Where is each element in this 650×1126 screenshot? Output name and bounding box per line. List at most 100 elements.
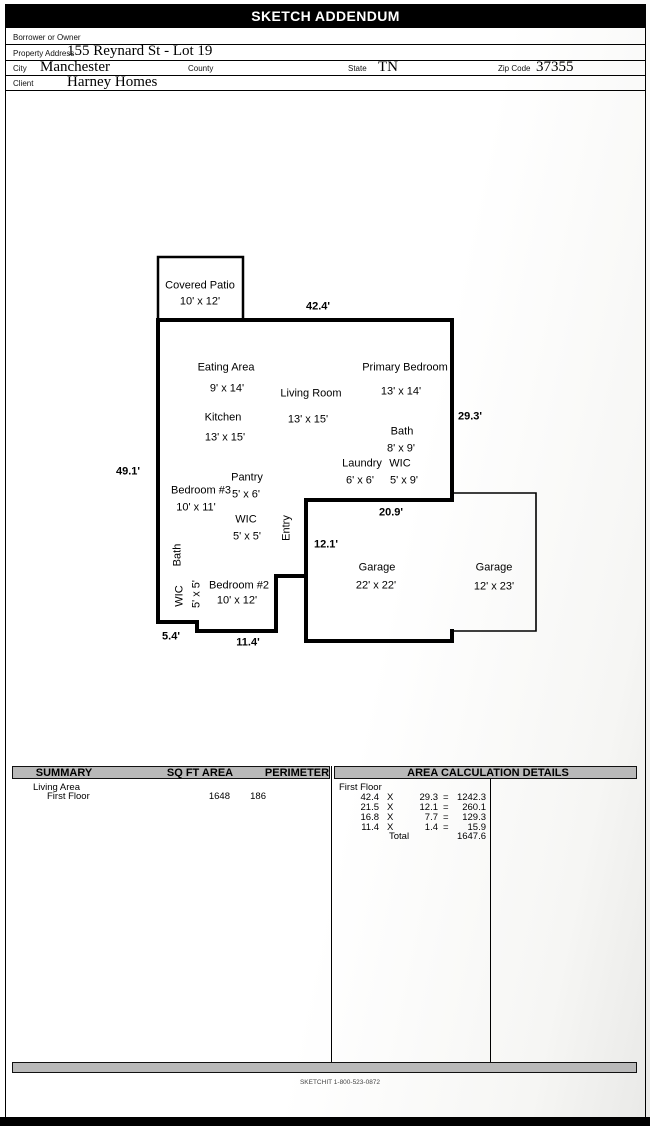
page-border-left (5, 28, 7, 1120)
room-living-room: Living Room (280, 387, 342, 400)
client-label: Client (13, 79, 34, 88)
room-covered-patio-dims: 10' x 12' (179, 295, 221, 308)
room-wic-bedroom3: WIC (235, 513, 257, 526)
zip-label: Zip Code (498, 64, 531, 73)
room-wic-bedroom2-dims: 5' x 5' (190, 579, 203, 609)
room-laundry-dims: 6' x 6' (345, 474, 375, 487)
calc-row-a: 42.4 (360, 792, 380, 803)
calc-row-result: 260.1 (462, 802, 486, 813)
dimension-top: 42.4' (305, 300, 331, 313)
form-divider (5, 44, 646, 46)
calc-row-result: 129.3 (462, 812, 486, 823)
dimension-right: 29.3' (457, 410, 483, 423)
room-covered-patio: Covered Patio (165, 279, 235, 292)
calc-row-eq: = (443, 792, 449, 803)
room-laundry: Laundry (342, 457, 382, 470)
room-bedroom-3: Bedroom #3 (171, 484, 231, 497)
footer-branding: SKETCHIT 1-800-523-0872 (299, 1079, 381, 1086)
calc-row-b: 1.4 (424, 822, 438, 833)
details-header-bar (334, 766, 637, 779)
room-wic-primary-dims: 5' x 9' (389, 474, 419, 487)
zip-value: 37355 (536, 59, 574, 75)
page-border-bottom (0, 1117, 650, 1126)
room-living-room-dims: 13' x 15' (287, 413, 329, 426)
room-wic-bedroom2: WIC (173, 585, 186, 607)
dimension-step: 5.4' (162, 630, 180, 643)
room-primary-bedroom: Primary Bedroom (362, 361, 448, 374)
room-wic-bedroom3-dims: 5' x 5' (232, 530, 262, 543)
dimension-garage-top: 20.9' (378, 506, 404, 519)
calc-section-label: First Floor (339, 782, 382, 793)
room-bath: Bath (390, 425, 414, 438)
calc-row-x: X (387, 802, 394, 813)
page-border-right (644, 28, 646, 1120)
table-divider-1 (330, 766, 332, 1062)
summary-row-label: First Floor (47, 791, 90, 802)
calc-total-value: 1647.6 (456, 831, 486, 842)
room-bath-2: Bath (171, 543, 184, 567)
calc-row-a: 16.8 (360, 812, 380, 823)
page-title: SKETCH ADDENDUM (5, 4, 646, 28)
state-value: TN (378, 59, 398, 75)
calc-row-x: X (387, 822, 394, 833)
table-divider-2 (489, 766, 491, 1062)
room-eating-area-dims: 9' x 14' (209, 382, 245, 395)
room-garage-1-dims: 22' x 22' (355, 579, 397, 592)
summary-sqft-value: 1648 (208, 791, 230, 802)
form-divider (5, 75, 646, 77)
calc-row-b: 12.1 (419, 802, 439, 813)
form-divider (5, 59, 646, 61)
calc-row-x: X (387, 812, 394, 823)
header-sqft: SQ FT AREA (166, 767, 234, 779)
calc-row-eq: = (443, 802, 449, 813)
room-entry: Entry (280, 515, 293, 541)
room-garage-2-dims: 12' x 23' (473, 580, 515, 593)
room-bedroom-2-dims: 10' x 12' (216, 594, 258, 607)
room-bath-dims: 8' x 9' (386, 442, 416, 455)
form-divider (5, 90, 646, 92)
calc-total-label: Total (389, 831, 410, 842)
client-value: Harney Homes (67, 74, 158, 90)
property-address-value: 155 Reynard St - Lot 19 (67, 43, 213, 59)
calc-row-eq: = (443, 812, 449, 823)
summary-group: Living Area (33, 782, 81, 793)
calc-row-a: 11.4 (361, 822, 379, 833)
header-perimeter: PERIMETER (264, 767, 330, 779)
dimension-left: 49.1' (115, 465, 141, 478)
city-label: City (13, 64, 27, 73)
footer-bar (12, 1062, 637, 1073)
calc-row-result: 15.9 (467, 822, 487, 833)
header-summary: SUMMARY (35, 767, 93, 779)
room-kitchen-dims: 13' x 15' (204, 431, 246, 444)
covered-patio-outline (156, 255, 245, 320)
summary-perimeter-value: 186 (250, 791, 266, 802)
room-garage-2: Garage (475, 561, 513, 574)
header-calc-details: AREA CALCULATION DETAILS (407, 767, 569, 779)
room-pantry: Pantry (231, 471, 263, 484)
house-outline-main (156, 318, 454, 643)
room-bedroom-3-dims: 10' x 11' (176, 501, 216, 514)
calc-row-result: 1242.3 (456, 792, 486, 803)
county-label: County (188, 64, 214, 73)
state-label: State (348, 64, 367, 73)
calc-row-eq: = (443, 822, 449, 833)
summary-header-bar (12, 766, 330, 779)
calc-row-b: 7.7 (424, 812, 438, 823)
dimension-bottom: 11.4' (236, 636, 260, 649)
room-bedroom-2: Bedroom #2 (209, 579, 269, 592)
room-primary-bedroom-dims: 13' x 14' (380, 385, 422, 398)
calc-row-b: 29.3 (419, 792, 439, 803)
house-outline-entry-wing (156, 574, 308, 633)
room-pantry-dims: 5' x 6' (231, 488, 261, 501)
property-address-label: Property Address (13, 49, 75, 58)
calc-row-x: X (387, 792, 394, 803)
dimension-entry-depth: 12.1' (313, 538, 339, 551)
garage-extension-outline (451, 492, 537, 632)
borrower-label: Borrower or Owner (13, 33, 81, 42)
room-kitchen: Kitchen (204, 411, 242, 424)
calc-row-a: 21.5 (360, 802, 380, 813)
room-garage-1: Garage (358, 561, 396, 574)
room-eating-area: Eating Area (197, 361, 255, 374)
floor-plan-walls (156, 255, 537, 643)
room-wic-primary: WIC (389, 457, 411, 470)
